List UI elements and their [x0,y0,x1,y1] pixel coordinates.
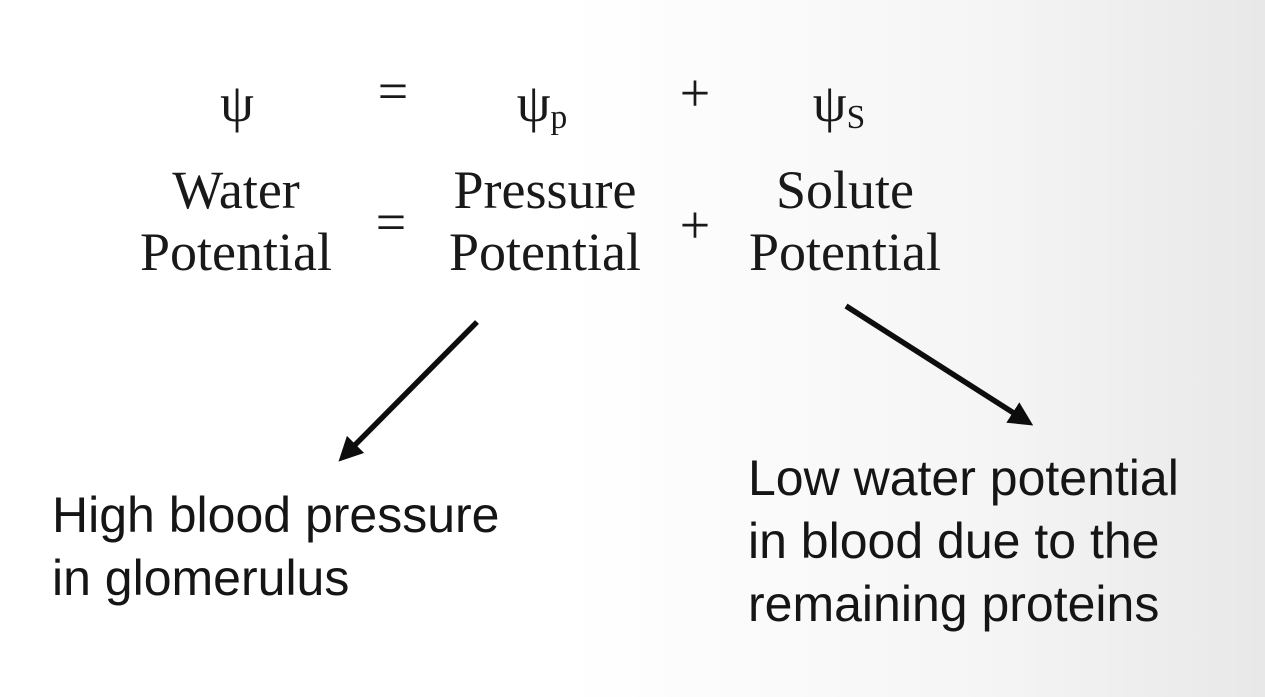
pressure-note-arrow [338,320,479,462]
pressure-potential-symbol: ψp [516,73,568,137]
solute-note: Low water potential in blood due to the … [748,447,1179,636]
equals-symbol-row2: = [375,192,407,252]
solute-note-line3: remaining proteins [748,576,1160,632]
solute-potential-label: Solute Potential [749,160,941,282]
plus-symbol-row2: + [679,195,711,255]
solute-note-line2: in blood due to the [748,513,1160,569]
equals-symbol-row1: = [377,61,409,121]
water-potential-label: Water Potential [140,160,332,282]
pressure-note: High blood pressure in glomerulus [52,484,500,610]
pressure-subscript: p [550,99,568,137]
plus-symbol-row1: + [679,63,711,123]
pressure-note-line1: High blood pressure [52,487,500,543]
pressure-potential-label: Pressure Potential [449,160,641,282]
solute-potential-symbol: ψS [812,73,866,137]
solute-note-arrow [844,303,1034,426]
solute-note-line1: Low water potential [748,450,1179,506]
solute-subscript: S [846,99,866,137]
pressure-note-line2: in glomerulus [52,550,350,606]
water-potential-symbol: ψ [220,73,254,133]
